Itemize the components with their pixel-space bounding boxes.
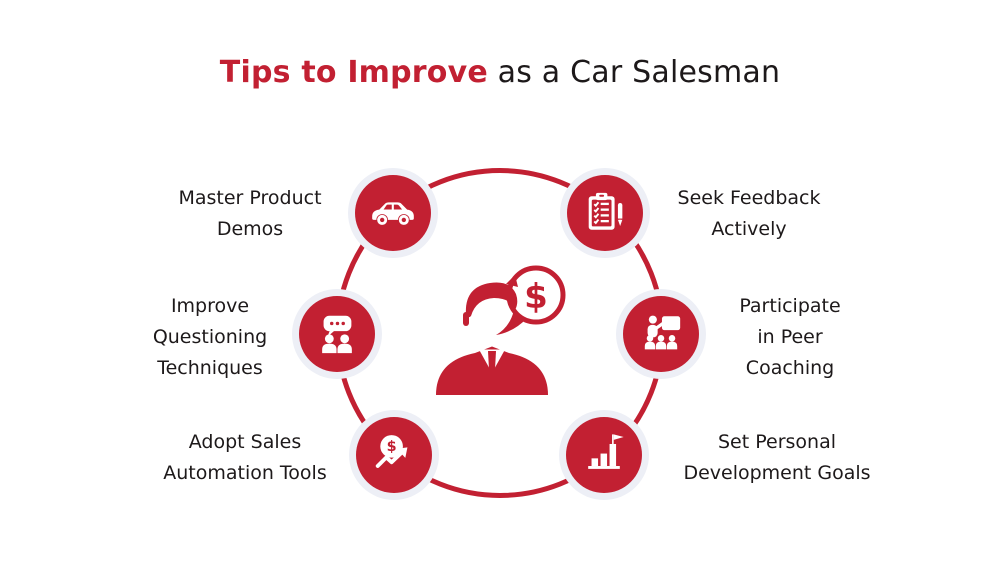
tip-label-master-product-demos: Master Product Demos — [178, 187, 322, 240]
tip-badge-master-product-demos — [355, 175, 431, 251]
title-highlight: Tips to Improve — [219, 55, 488, 90]
tip-label-seek-feedback-actively: Seek Feedback Actively — [677, 187, 821, 240]
tip-badge-personal-development-goals — [566, 417, 642, 493]
chat-people-icon — [322, 315, 352, 354]
salesman-silhouette — [436, 275, 548, 395]
page-title: Tips to Improve as a Car Salesman — [0, 55, 1000, 90]
car-icon — [372, 202, 414, 225]
tip-badge-sales-automation-tools: $ — [356, 417, 432, 493]
checklist-clipboard-icon — [588, 192, 623, 230]
tip-label-personal-development-goals: Set Personal Development Goals — [683, 431, 871, 484]
dollar-speech-bubble: $ — [496, 265, 566, 335]
dollar-growth-icon: $ — [375, 435, 408, 468]
dollar-sign: $ — [524, 277, 548, 317]
coin-dollar-sign: $ — [387, 439, 397, 455]
title-rest: as a Car Salesman — [487, 55, 781, 90]
tip-badge-improve-questioning — [299, 296, 375, 372]
tip-badge-peer-coaching — [623, 296, 699, 372]
presenter-audience-icon — [644, 315, 681, 350]
tip-label-improve-questioning: Improve Questioning Techniques — [152, 295, 268, 379]
salesman-figure: $ — [432, 253, 592, 403]
tip-label-peer-coaching: Participate in Peer Coaching — [739, 295, 841, 379]
tip-badge-seek-feedback-actively — [567, 175, 643, 251]
goal-chart-flag-icon — [588, 434, 624, 469]
salesman-icon: $ — [436, 265, 566, 395]
tip-label-sales-automation-tools: Adopt Sales Automation Tools — [163, 431, 327, 484]
